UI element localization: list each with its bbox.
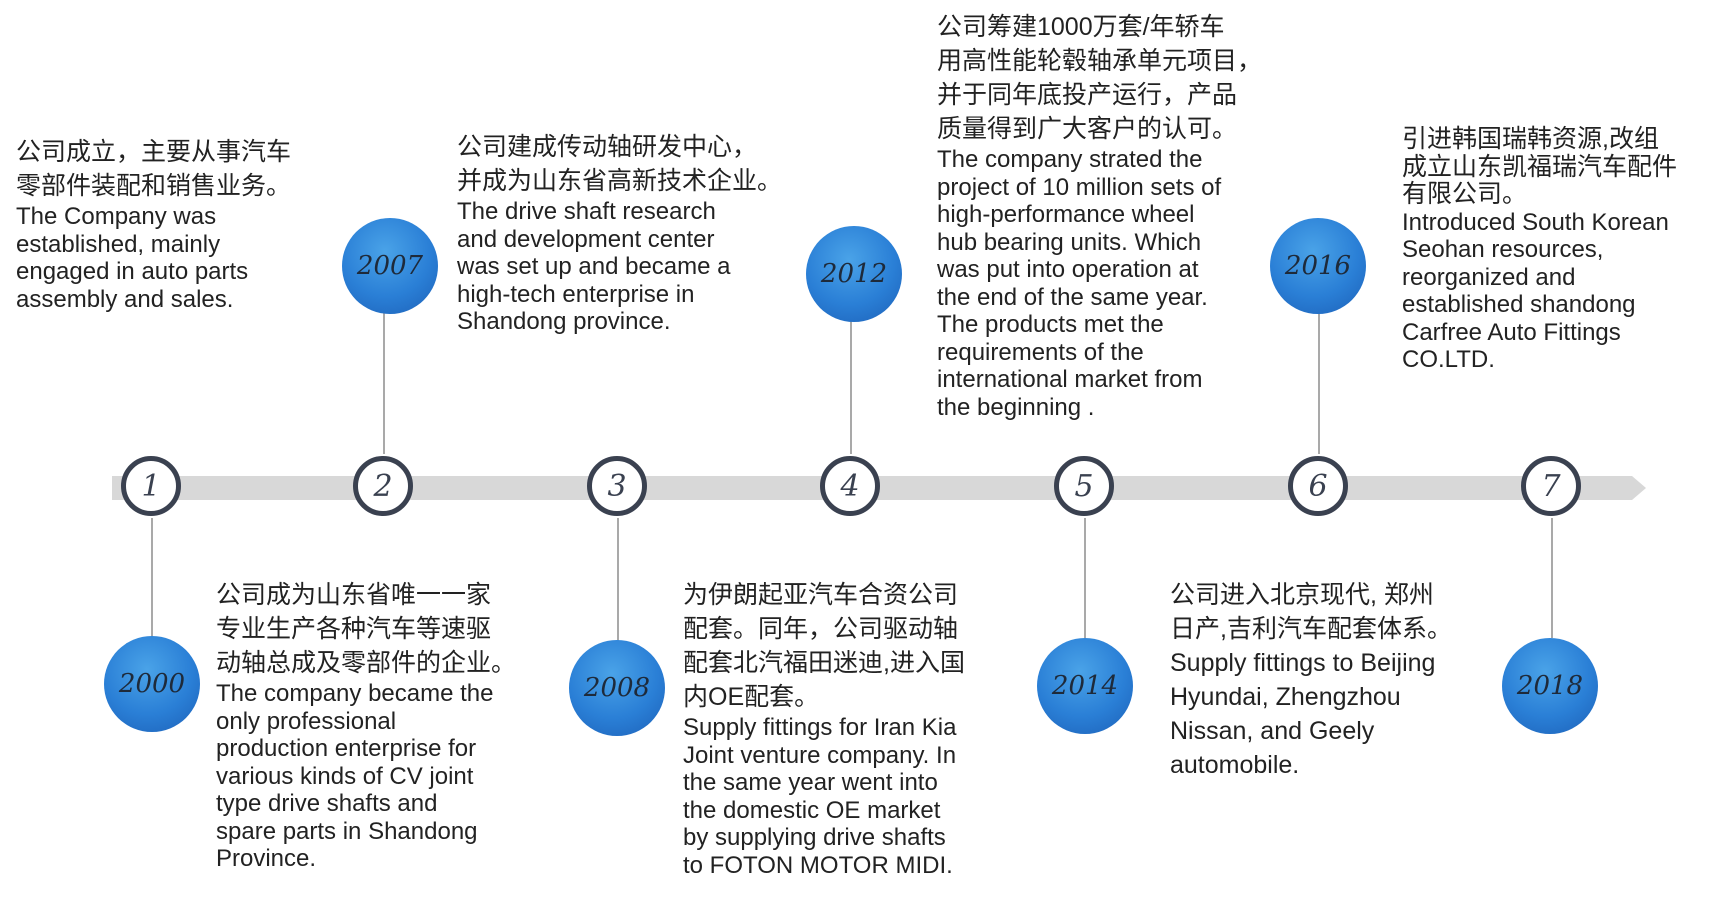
event-en-line: Supply fittings for Iran Kia <box>683 714 957 741</box>
event-en-line: The Company was <box>16 203 217 230</box>
connector-line-1 <box>151 518 153 638</box>
event-zh-line: 用高性能轮毂轴承单元项目， <box>937 47 1263 75</box>
step-node-4: 4 <box>820 456 880 516</box>
event-en-line: The drive shaft research <box>457 198 716 225</box>
event-en-line: was put into operation at <box>937 256 1199 283</box>
year-badge-2007: 2007 <box>342 218 438 314</box>
event-zh-line: 专业生产各种汽车等速驱 <box>216 615 492 643</box>
event-en-line: only professional <box>216 707 397 735</box>
event-zh-line: 公司筹建1000万套/年轿车 <box>937 13 1225 41</box>
event-en-line: Supply fittings to Beijing <box>1170 649 1436 677</box>
event-text-2016: 公司进入北京现代, 郑州 日产,吉利汽车配套体系。 Supply fitting… <box>1170 578 1500 782</box>
connector-line-7 <box>1551 518 1553 638</box>
event-en-line: high-performance wheel <box>937 201 1195 228</box>
event-en-line: assembly and sales. <box>16 285 234 313</box>
event-en-line: the same year went into <box>683 769 938 796</box>
event-en-line: established, mainly <box>16 230 221 258</box>
year-badge-2018: 2018 <box>1502 638 1598 734</box>
event-en-line: engaged in auto parts <box>16 258 249 285</box>
event-text-2000: 公司成立，主要从事汽车 零部件装配和销售业务。 The Company was … <box>16 135 346 313</box>
connector-line-4 <box>850 320 852 454</box>
step-node-3: 3 <box>587 456 647 516</box>
year-badge-2008: 2008 <box>569 640 665 736</box>
event-en-line: by supplying drive shafts <box>683 824 946 851</box>
event-en-line: hub bearing units. Which <box>937 228 1202 256</box>
event-en-line: high-tech enterprise in <box>457 280 695 308</box>
timeline-arrow-head <box>1632 476 1646 500</box>
connector-line-3 <box>617 518 619 643</box>
event-en-line: automobile. <box>1170 751 1300 779</box>
step-node-7: 7 <box>1521 456 1581 516</box>
event-zh-line: 公司成为山东省唯一一家 <box>216 581 492 609</box>
connector-line-6 <box>1318 312 1320 454</box>
event-en-line: the beginning . <box>937 393 1095 421</box>
event-en-line: Seohan resources, <box>1402 236 1604 263</box>
event-en-line: project of 10 million sets of <box>937 173 1222 201</box>
event-text-2014: 公司筹建1000万套/年轿车 用高性能轮毂轴承单元项目， 并于同年底投产运行，产… <box>937 10 1307 421</box>
event-text-2007: 公司成为山东省唯一一家 专业生产各种汽车等速驱 动轴总成及零部件的企业。 The… <box>216 578 556 873</box>
event-en-line: was set up and became a <box>457 253 731 280</box>
step-node-1: 1 <box>121 456 181 516</box>
event-zh-line: 配套北汽福田迷迪,进入国 <box>683 649 965 677</box>
event-en-line: Shandong province. <box>457 308 671 335</box>
event-text-2018: 引进韩国瑞韩资源,改组 成立山东凯福瑞汽车配件 有限公司。 Introduced… <box>1402 125 1712 374</box>
event-zh-line: 公司建成传动轴研发中心， <box>457 133 758 161</box>
event-zh-line: 动轴总成及零部件的企业。 <box>216 649 517 677</box>
event-text-2012: 为伊朗起亚汽车合资公司 配套。同年，公司驱动轴 配套北汽福田迷迪,进入国 内OE… <box>683 578 1023 879</box>
event-en-line: the domestic OE market <box>683 796 941 824</box>
event-en-line: Carfree Auto Fittings <box>1402 318 1621 346</box>
connector-line-5 <box>1084 518 1086 638</box>
event-zh-line: 并成为山东省高新技术企业。 <box>457 167 783 195</box>
event-en-line: The company became the <box>216 680 494 707</box>
connector-line-2 <box>383 312 385 454</box>
event-en-line: established shandong <box>1402 291 1636 318</box>
event-en-line: CO.LTD. <box>1402 346 1495 373</box>
event-en-line: reorganized and <box>1402 263 1576 291</box>
event-en-line: production enterprise for <box>216 735 477 762</box>
event-en-line: Introduced South Korean <box>1402 208 1669 236</box>
year-badge-2000: 2000 <box>104 636 200 732</box>
step-node-2: 2 <box>353 456 413 516</box>
event-zh-line: 零部件装配和销售业务。 <box>16 172 292 200</box>
year-badge-2014: 2014 <box>1037 638 1133 734</box>
event-zh-line: 内OE配套。 <box>683 683 820 711</box>
event-text-2008: 公司建成传动轴研发中心， 并成为山东省高新技术企业。 The drive sha… <box>457 130 807 336</box>
event-en-line: international market from <box>937 366 1203 393</box>
event-zh-line: 配套。同年，公司驱动轴 <box>683 615 959 643</box>
event-en-line: requirements of the <box>937 338 1144 366</box>
step-node-5: 5 <box>1054 456 1114 516</box>
event-en-line: Nissan, and Geely <box>1170 717 1375 745</box>
event-en-line: Joint venture company. In <box>683 741 957 769</box>
event-zh-line: 日产,吉利汽车配套体系。 <box>1170 615 1452 643</box>
event-en-line: Province. <box>216 845 317 872</box>
event-zh-line: 引进韩国瑞韩资源,改组 <box>1402 125 1659 153</box>
event-zh-line: 公司进入北京现代, 郑州 <box>1170 581 1434 609</box>
event-en-line: various kinds of CV joint <box>216 762 474 790</box>
event-zh-line: 有限公司。 <box>1402 180 1528 208</box>
step-node-6: 6 <box>1288 456 1348 516</box>
year-badge-2016: 2016 <box>1270 218 1366 314</box>
event-zh-line: 为伊朗起亚汽车合资公司 <box>683 581 959 609</box>
year-badge-2012: 2012 <box>806 226 902 322</box>
event-en-line: type drive shafts and <box>216 790 438 817</box>
event-zh-line: 公司成立，主要从事汽车 <box>16 138 292 166</box>
event-zh-line: 质量得到广大客户的认可。 <box>937 115 1238 143</box>
event-en-line: spare parts in Shandong <box>216 817 478 845</box>
event-en-line: and development center <box>457 225 715 253</box>
event-en-line: the end of the same year. <box>937 283 1208 311</box>
event-en-line: The products met the <box>937 311 1164 338</box>
event-zh-line: 并于同年底投产运行，产品 <box>937 81 1238 109</box>
event-zh-line: 成立山东凯福瑞汽车配件 <box>1402 152 1678 181</box>
event-en-line: The company strated the <box>937 146 1203 173</box>
event-en-line: Hyundai, Zhengzhou <box>1170 683 1401 711</box>
event-en-line: to FOTON MOTOR MIDI. <box>683 851 953 879</box>
